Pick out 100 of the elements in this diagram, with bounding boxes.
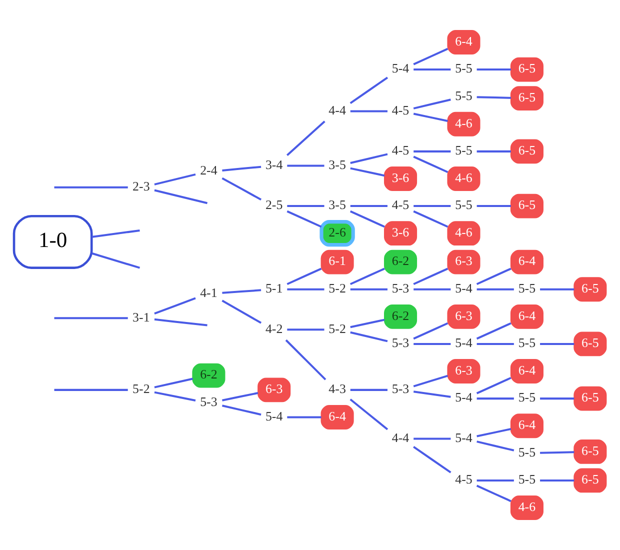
connector bbox=[476, 479, 514, 482]
connector bbox=[154, 297, 196, 315]
node-text: 4-1 bbox=[200, 284, 218, 300]
node-box: 6-5 bbox=[574, 386, 607, 411]
connector bbox=[286, 268, 322, 286]
node-box: 6-2 bbox=[192, 363, 226, 388]
connector bbox=[476, 205, 511, 208]
node-text: 5-2 bbox=[132, 381, 150, 396]
connector bbox=[350, 210, 385, 228]
node-box: 1-0 bbox=[12, 214, 93, 269]
node-text: 5-5 bbox=[518, 472, 536, 487]
connector bbox=[414, 205, 451, 208]
connector bbox=[413, 322, 448, 340]
connector bbox=[92, 229, 140, 238]
node-box: 6-5 bbox=[574, 440, 607, 464]
node-box: 3-6 bbox=[384, 166, 418, 191]
connector bbox=[350, 110, 388, 112]
connector bbox=[222, 392, 258, 402]
node-text: 5-5 bbox=[455, 142, 472, 158]
connector bbox=[350, 288, 388, 290]
connector bbox=[476, 342, 514, 345]
node-text: 5-4 bbox=[265, 408, 283, 424]
connector bbox=[413, 112, 448, 122]
node-text: 5-3 bbox=[392, 381, 410, 396]
node-box: 6-4 bbox=[510, 250, 544, 274]
connector bbox=[413, 268, 448, 286]
node-box: 4-6 bbox=[447, 166, 480, 191]
connector bbox=[350, 76, 388, 104]
node-text: 3-5 bbox=[328, 156, 346, 172]
node-text: 4-5 bbox=[455, 472, 472, 487]
connector bbox=[414, 68, 451, 71]
node-box: 6-5 bbox=[574, 332, 607, 356]
node-text: 5-5 bbox=[455, 60, 472, 76]
node-box: 6-5 bbox=[574, 277, 607, 302]
connector bbox=[54, 186, 128, 188]
connector bbox=[540, 342, 574, 345]
connector bbox=[476, 322, 512, 340]
node-text: 5-5 bbox=[518, 280, 536, 296]
node-box: 6-5 bbox=[510, 139, 544, 164]
connector bbox=[350, 318, 385, 328]
connector bbox=[413, 48, 448, 66]
connector bbox=[414, 288, 451, 290]
connector bbox=[476, 268, 512, 286]
connector bbox=[413, 98, 451, 110]
node-text: 5-4 bbox=[392, 60, 410, 76]
node-box: 4-6 bbox=[510, 496, 544, 520]
connector bbox=[54, 388, 128, 391]
node-text: 5-4 bbox=[455, 335, 472, 350]
connector bbox=[476, 484, 512, 502]
connector bbox=[476, 428, 512, 438]
node-box: 6-5 bbox=[574, 468, 607, 493]
connector bbox=[350, 268, 385, 286]
node-text: 5-2 bbox=[328, 320, 346, 336]
node-text: 4-2 bbox=[265, 320, 283, 336]
node-text: 3-5 bbox=[328, 197, 346, 212]
connector bbox=[222, 166, 262, 172]
node-box: 6-1 bbox=[320, 250, 354, 274]
node-text: 4-5 bbox=[392, 197, 410, 212]
node-text: 5-2 bbox=[328, 280, 346, 296]
connector bbox=[413, 446, 452, 474]
connector bbox=[476, 150, 511, 152]
connector bbox=[413, 390, 451, 398]
node-box: 4-6 bbox=[447, 112, 480, 136]
node-box: 6-4 bbox=[510, 359, 544, 384]
node-text: 5-4 bbox=[455, 430, 472, 445]
connector bbox=[414, 150, 451, 152]
connector bbox=[222, 300, 262, 324]
node-box: 6-2 bbox=[384, 304, 418, 329]
node-text: 5-5 bbox=[518, 390, 536, 405]
connector bbox=[476, 68, 511, 71]
node-box: 6-5 bbox=[510, 86, 544, 110]
connector bbox=[540, 288, 574, 290]
connector bbox=[414, 438, 451, 440]
connector bbox=[92, 252, 140, 269]
connector bbox=[476, 288, 514, 290]
connector bbox=[222, 404, 262, 416]
connector bbox=[154, 318, 208, 326]
connector bbox=[476, 96, 511, 99]
connector bbox=[476, 398, 514, 400]
connector bbox=[476, 376, 512, 394]
connector bbox=[222, 289, 262, 294]
connector bbox=[222, 177, 262, 201]
node-box: 6-3 bbox=[258, 378, 291, 402]
node-text: 5-4 bbox=[455, 280, 472, 296]
connector bbox=[413, 374, 448, 388]
connector bbox=[154, 391, 196, 402]
connector bbox=[350, 388, 388, 391]
node-text: 5-5 bbox=[518, 444, 536, 460]
node-box: 6-4 bbox=[447, 30, 480, 54]
connector bbox=[287, 416, 322, 418]
connector bbox=[350, 167, 385, 177]
node-text: 2-5 bbox=[265, 197, 283, 212]
connector bbox=[287, 288, 324, 290]
connector bbox=[540, 398, 574, 400]
node-text: 3-4 bbox=[265, 156, 283, 172]
node-text: 2-4 bbox=[200, 162, 218, 178]
node-text: 5-5 bbox=[455, 88, 472, 103]
node-text: 2-3 bbox=[132, 178, 150, 194]
node-text: 5-3 bbox=[392, 280, 410, 296]
node-text: 5-5 bbox=[518, 335, 536, 350]
